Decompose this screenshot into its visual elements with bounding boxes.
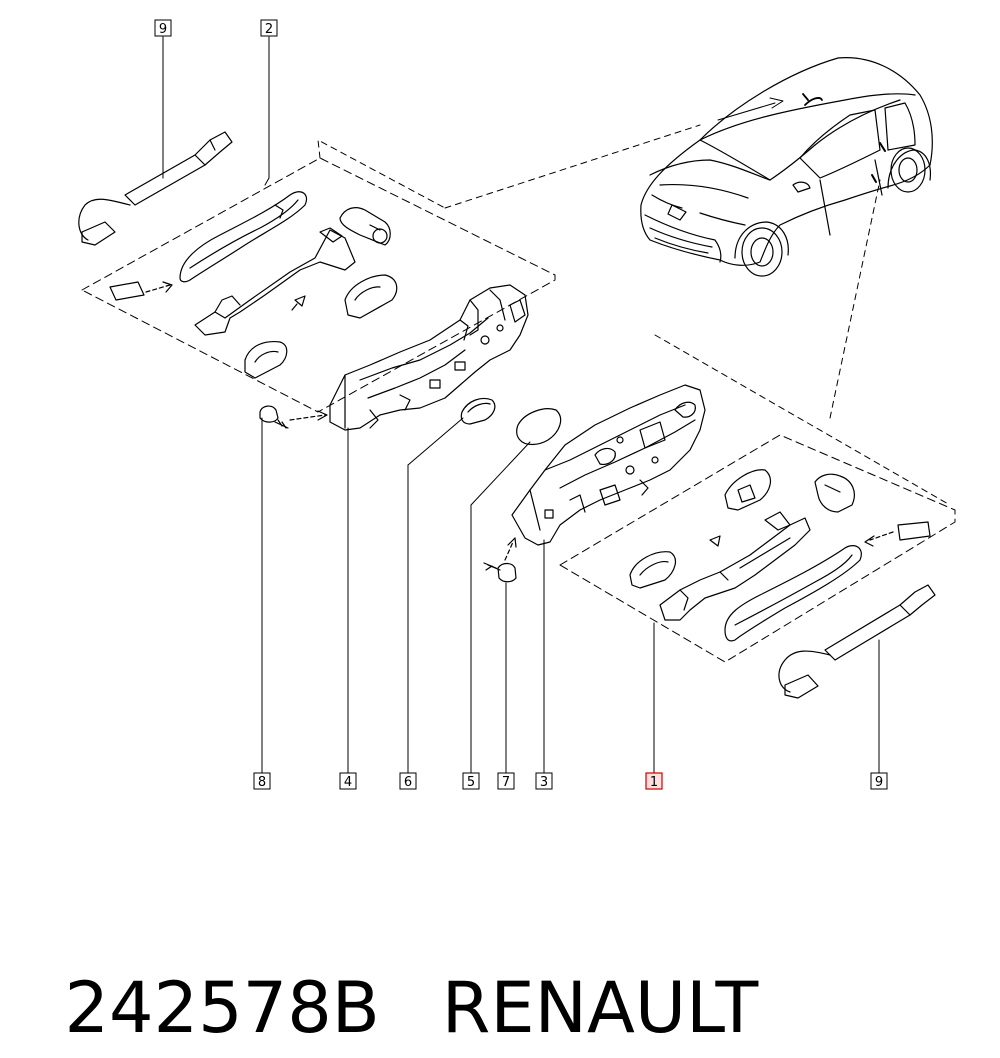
svg-text:6: 6 xyxy=(404,775,412,790)
callout-5: 5 xyxy=(462,772,480,790)
screw-7 xyxy=(483,537,517,583)
callout-2: 2 xyxy=(260,19,278,37)
gasket-6 xyxy=(460,397,496,425)
callout-3: 3 xyxy=(535,772,553,790)
kit-boundary-upper xyxy=(81,157,556,413)
svg-text:9: 9 xyxy=(875,775,883,790)
callout-9-bottom: 9 xyxy=(870,772,888,790)
callout-6: 6 xyxy=(399,772,417,790)
handle-kit-upper xyxy=(109,191,398,379)
svg-text:1: 1 xyxy=(650,775,658,790)
brand-name: RENAULT xyxy=(441,967,759,1049)
handle-bracket-right xyxy=(511,384,706,546)
caption: 242578B RENAULT xyxy=(20,858,759,1049)
callout-1-highlighted: 1 xyxy=(645,772,663,790)
cap-5 xyxy=(516,408,562,446)
car-illustration xyxy=(640,57,933,277)
svg-text:7: 7 xyxy=(502,775,510,790)
callout-4: 4 xyxy=(339,772,357,790)
handle-bracket-left xyxy=(329,284,529,431)
svg-text:4: 4 xyxy=(344,775,352,790)
sensor-cable-lower xyxy=(778,584,936,699)
svg-text:5: 5 xyxy=(467,775,475,790)
part-number: 242578B xyxy=(64,967,380,1049)
callout-8: 8 xyxy=(253,772,271,790)
handle-kit-lower xyxy=(629,469,931,642)
svg-text:3: 3 xyxy=(540,775,548,790)
svg-text:2: 2 xyxy=(265,22,273,37)
screw-8 xyxy=(259,405,328,429)
callout-7: 7 xyxy=(497,772,515,790)
callout-9-top: 9 xyxy=(154,19,172,37)
kit-boundary-lower xyxy=(559,434,956,663)
sensor-cable-upper xyxy=(78,131,233,246)
callout-leaders xyxy=(162,36,880,774)
exploded-parts-diagram: 9 2 8 4 6 5 7 3 1 9 xyxy=(78,19,956,790)
svg-text:9: 9 xyxy=(159,22,167,37)
svg-text:8: 8 xyxy=(258,775,266,790)
